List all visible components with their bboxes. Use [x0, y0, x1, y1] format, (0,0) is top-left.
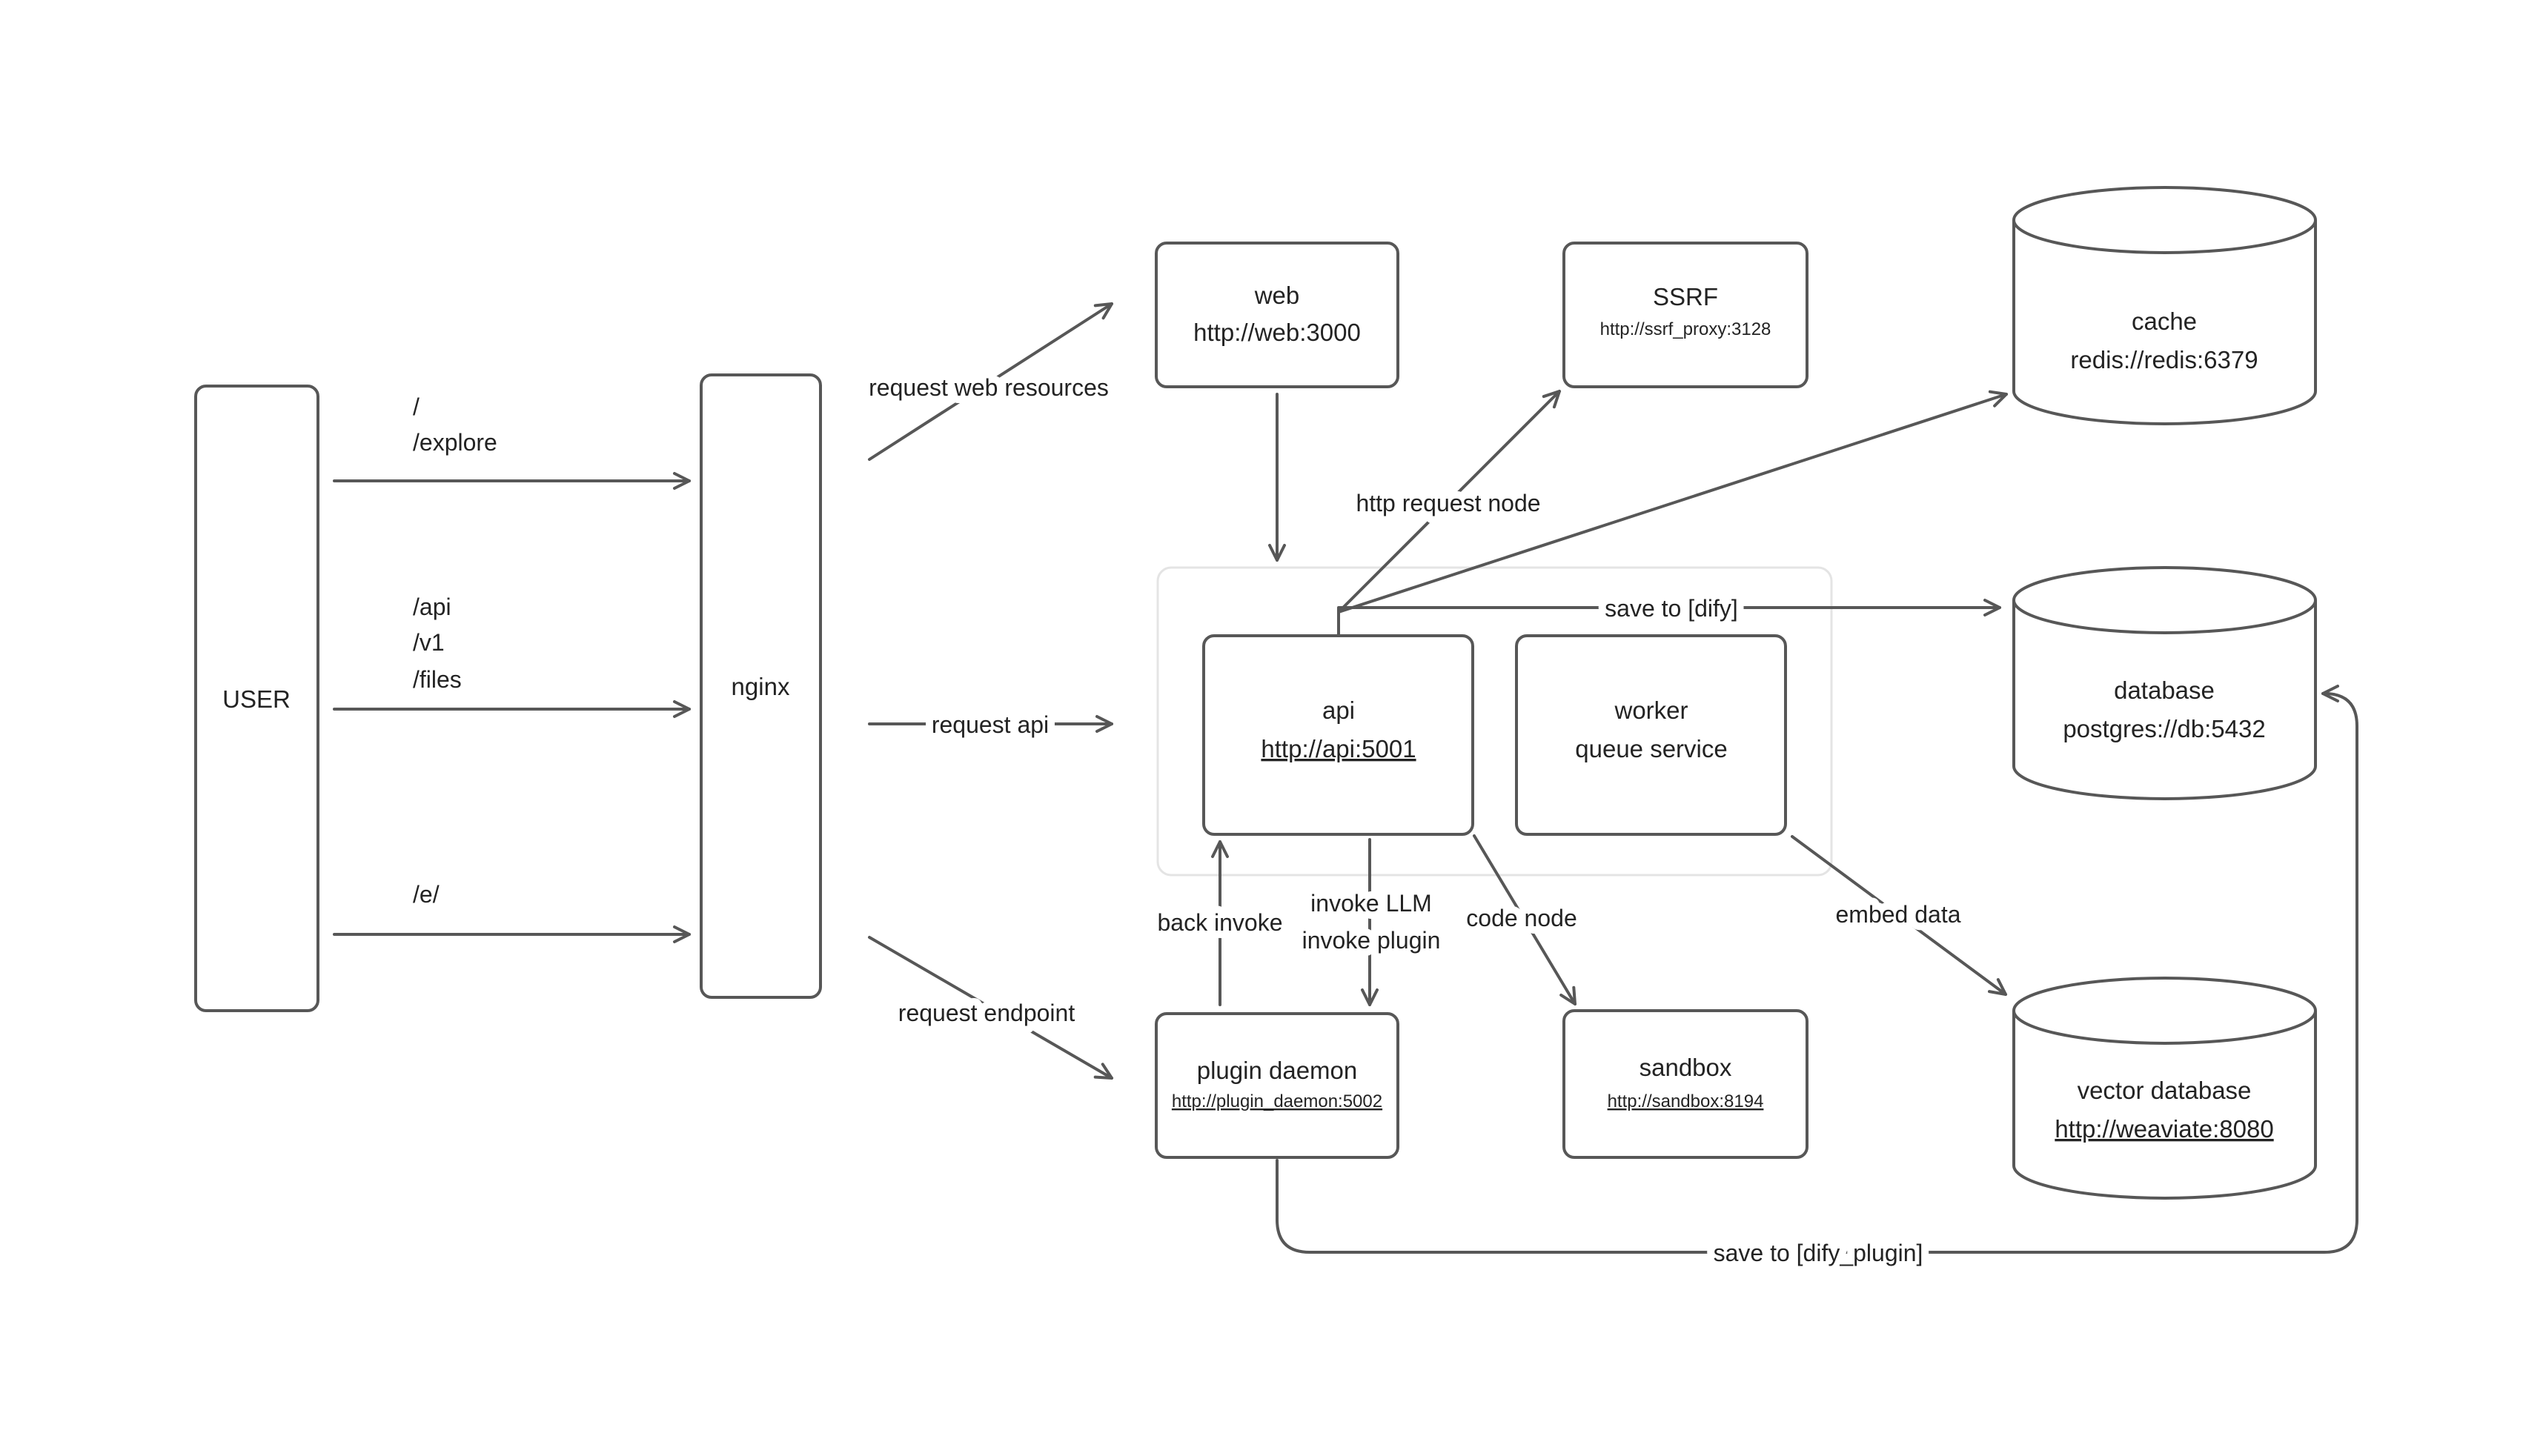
- arrow-nginx-to-plugin-daemon: [868, 936, 1113, 1080]
- arrow-api-to-sandbox: [1473, 834, 1577, 1005]
- label-invoke-llm: invoke LLM: [1310, 890, 1432, 917]
- dify-services-group: [1156, 566, 1833, 877]
- arrow-nginx-to-web: [868, 302, 1113, 461]
- route-label-api: /api: [413, 594, 451, 620]
- vector-database-url: http://weaviate:8080: [2055, 1115, 2273, 1143]
- worker-box: [1515, 634, 1787, 836]
- route-label-files: /files: [413, 666, 462, 693]
- route-label-root: /: [413, 393, 420, 420]
- sandbox-box: [1562, 1009, 1808, 1159]
- cache-url: redis://redis:6379: [2070, 346, 2258, 373]
- user-label: USER: [222, 685, 291, 713]
- arrow-api-to-database: [1337, 599, 2001, 636]
- cache-cylinder-rim: [2012, 219, 2317, 254]
- arrow-api-to-ssrf: [1337, 390, 1561, 614]
- node-cache: cache redis://redis:6379: [2012, 186, 2317, 425]
- plugin-daemon-title: plugin daemon: [1197, 1057, 1358, 1084]
- node-vector-database: vector database http://weaviate:8080: [2012, 977, 2317, 1200]
- arrow-plugin-daemon-to-database: [1276, 685, 2358, 1254]
- vector-database-cylinder-rim: [2012, 1010, 2317, 1045]
- node-plugin-daemon: plugin daemon http://plugin_daemon:5002: [1155, 1012, 1399, 1159]
- web-url: http://web:3000: [1193, 319, 1361, 346]
- label-request-web-resources: request web resources: [869, 374, 1109, 401]
- ssrf-box: [1562, 242, 1808, 388]
- label-request-api: request api: [932, 711, 1049, 738]
- api-url: http://api:5001: [1261, 735, 1416, 762]
- worker-title: worker: [1614, 697, 1688, 724]
- label-save-to-dify: save to [dify]: [1605, 595, 1738, 622]
- web-box: [1155, 242, 1399, 388]
- label-code-node: code node: [1466, 905, 1577, 931]
- cache-cylinder: [2012, 186, 2317, 425]
- web-title: web: [1254, 282, 1300, 309]
- node-worker: worker queue service: [1515, 634, 1787, 836]
- ssrf-title: SSRF: [1653, 283, 1718, 310]
- node-nginx: nginx: [700, 373, 822, 999]
- label-save-to-dify-plugin: save to [dify_plugin]: [1714, 1240, 1923, 1266]
- arrow-api-to-cache: [1337, 390, 2008, 614]
- arrow-worker-to-vector-database: [1791, 835, 2007, 996]
- node-web: web http://web:3000: [1155, 242, 1399, 388]
- label-invoke-plugin: invoke plugin: [1302, 927, 1441, 954]
- nginx-label: nginx: [732, 673, 790, 700]
- database-cylinder-rim: [2012, 599, 2317, 634]
- database-url: postgres://db:5432: [2063, 715, 2265, 742]
- database-cylinder: [2012, 566, 2317, 800]
- database-title: database: [2114, 677, 2215, 704]
- route-label-e: /e/: [413, 881, 440, 908]
- nginx-box: [700, 373, 822, 999]
- sandbox-url: http://sandbox:8194: [1608, 1091, 1764, 1111]
- label-embed-data: embed data: [1835, 901, 1960, 928]
- vector-database-cylinder: [2012, 977, 2317, 1200]
- edge-labels: / /explore /api /v1 /files /e/ request w…: [413, 367, 1969, 1274]
- node-api: api http://api:5001: [1202, 634, 1474, 836]
- node-user: USER: [194, 385, 319, 1012]
- node-database: database postgres://db:5432: [2012, 566, 2317, 800]
- user-box: [194, 385, 319, 1012]
- node-ssrf: SSRF http://ssrf_proxy:3128: [1562, 242, 1808, 388]
- vector-database-title: vector database: [2078, 1077, 2252, 1104]
- label-request-endpoint: request endpoint: [898, 1000, 1075, 1026]
- route-label-explore: /explore: [413, 429, 497, 456]
- plugin-daemon-box: [1155, 1012, 1399, 1159]
- worker-subtitle: queue service: [1575, 735, 1727, 762]
- ssrf-url: http://ssrf_proxy:3128: [1600, 319, 1771, 339]
- route-label-v1: /v1: [413, 629, 445, 656]
- sandbox-title: sandbox: [1640, 1054, 1732, 1081]
- api-box: [1202, 634, 1474, 836]
- plugin-daemon-url: http://plugin_daemon:5002: [1172, 1091, 1382, 1111]
- cache-title: cache: [2132, 308, 2197, 335]
- api-title: api: [1322, 697, 1355, 724]
- label-http-request-node: http request node: [1356, 490, 1540, 516]
- node-sandbox: sandbox http://sandbox:8194: [1562, 1009, 1808, 1159]
- label-back-invoke: back invoke: [1158, 909, 1283, 936]
